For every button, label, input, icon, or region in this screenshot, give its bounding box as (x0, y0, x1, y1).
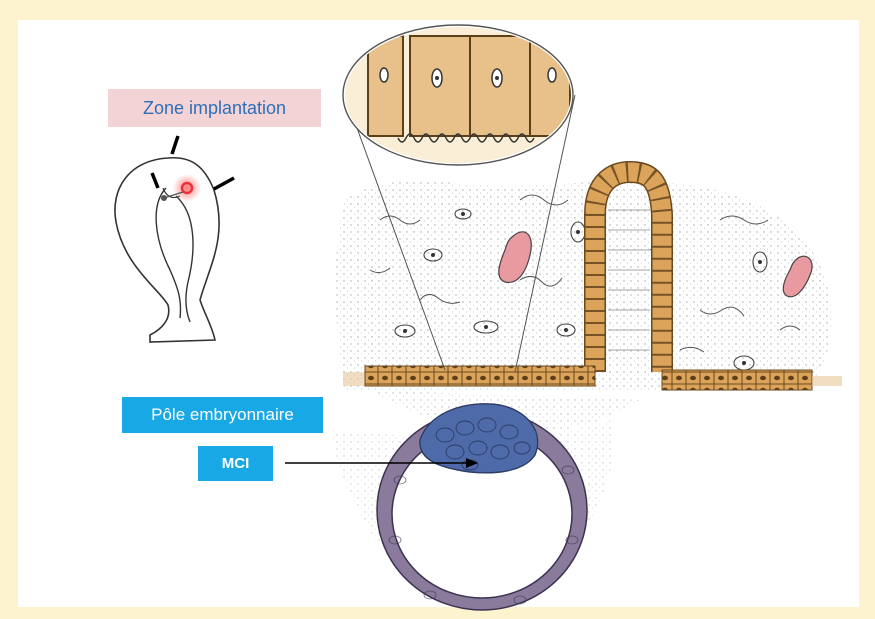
uterus-sketch (115, 136, 234, 342)
mci-label: MCI (198, 446, 273, 481)
implantation-glow (173, 174, 201, 202)
zone-implantation-label: Zone implantation (108, 89, 321, 127)
surface-epithelium (343, 366, 842, 390)
pole-embryonnaire-label: Pôle embryonnaire (122, 397, 323, 433)
pointer-tick (172, 136, 178, 154)
pointer-tick (214, 178, 234, 189)
